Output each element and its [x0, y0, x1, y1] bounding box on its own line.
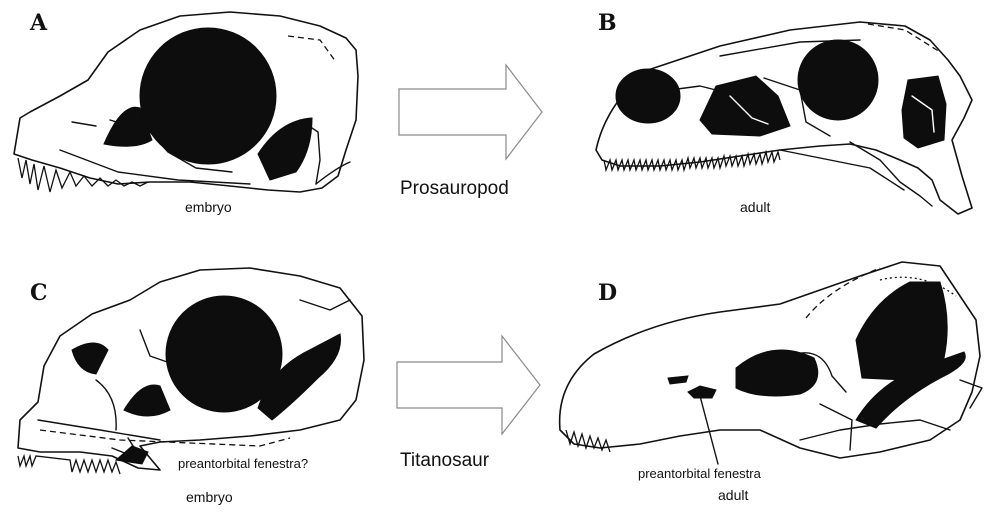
orbit-a — [140, 28, 276, 164]
right-arrow-icon — [399, 65, 542, 159]
panel-label-d: D — [598, 280, 617, 306]
panel-label-b: B — [598, 10, 617, 36]
caption-b: adult — [740, 199, 770, 215]
annotation-c: preantorbital fenestra? — [178, 456, 308, 471]
arrow-titanosaur: Titanosaur — [397, 336, 540, 471]
arrow-label-titanosaur: Titanosaur — [400, 450, 490, 471]
temporal-fenestra-b — [902, 76, 946, 148]
panel-d: D preantorbital fenestra adult — [560, 262, 982, 503]
panel-c: C preantorbital fenestra? embryo — [18, 268, 364, 505]
panel-b: B adult — [596, 10, 972, 215]
naris-b — [616, 69, 680, 123]
arrow-label-prosauropod: Prosauropod — [400, 178, 509, 199]
skull-drawing-c — [18, 268, 364, 474]
skull-drawing-d — [560, 262, 982, 464]
panel-label-a: A — [29, 10, 48, 36]
panel-a: A embryo — [14, 10, 358, 215]
caption-c: embryo — [186, 489, 233, 505]
orbit-b — [798, 40, 878, 120]
caption-a: embryo — [185, 199, 232, 215]
skull-drawing-a — [14, 12, 358, 192]
panel-label-c: C — [30, 280, 48, 306]
annotation-d: preantorbital fenestra — [638, 466, 762, 481]
caption-d: adult — [718, 487, 748, 503]
right-arrow-icon — [397, 336, 540, 434]
arrow-prosauropod: Prosauropod — [399, 65, 542, 199]
skull-drawing-b — [596, 22, 972, 214]
